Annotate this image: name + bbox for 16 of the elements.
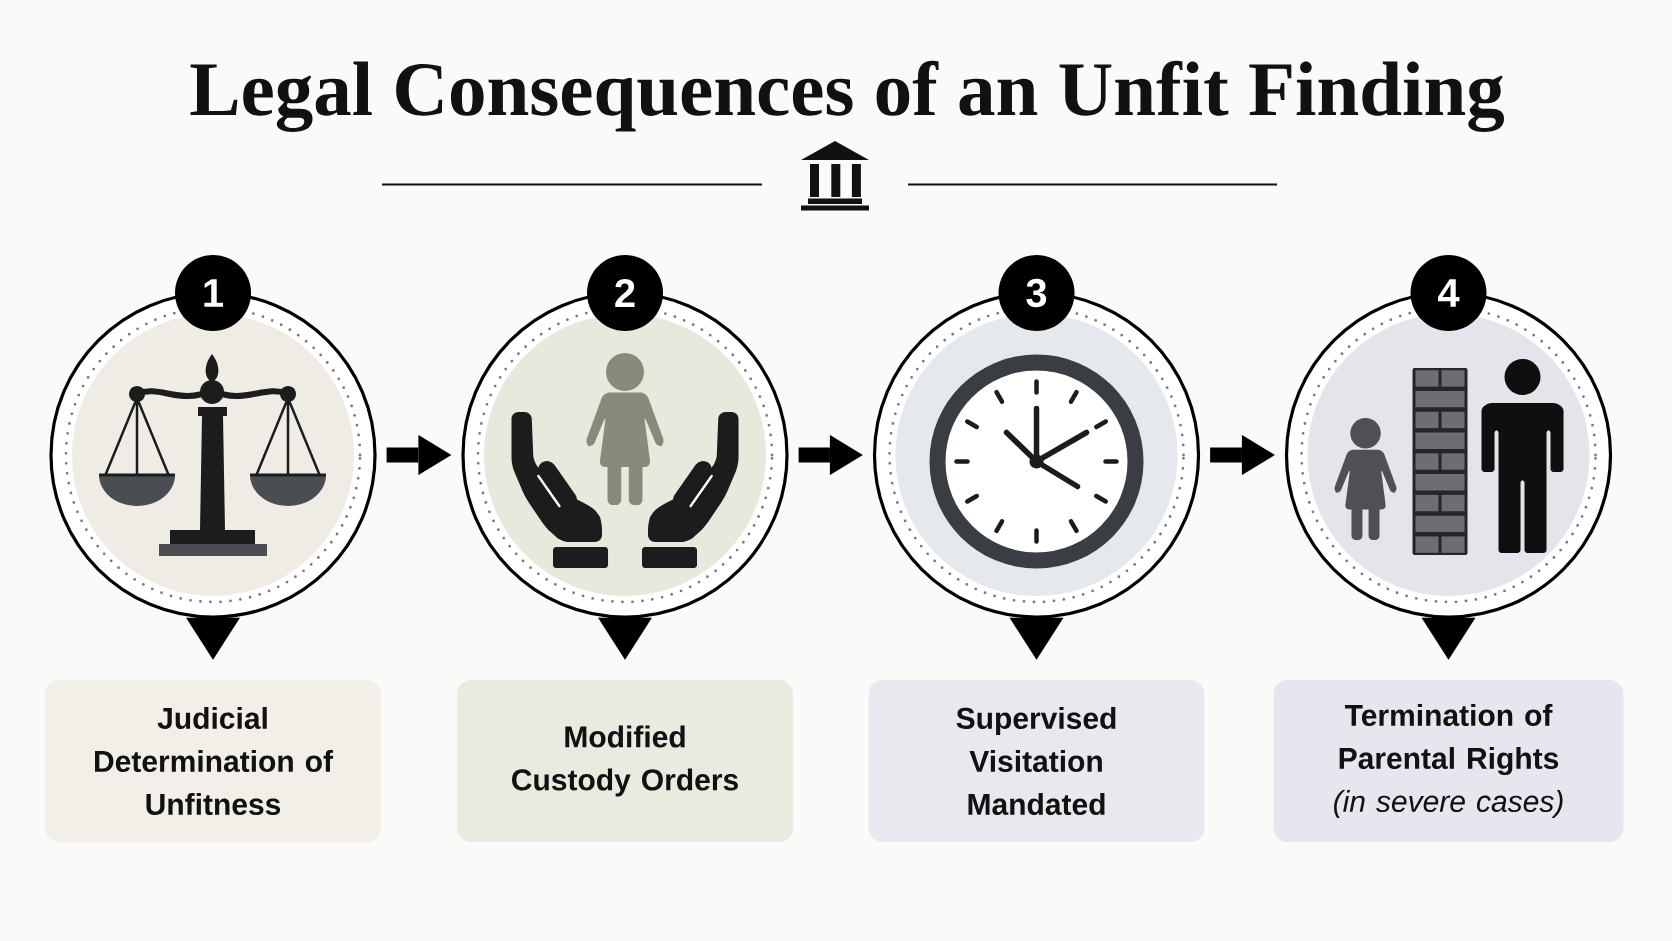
arrow: [1210, 435, 1275, 475]
label-box: Modified Custody Orders: [457, 680, 793, 842]
label-box: Termination of Parental Rights (in severe cases): [1273, 680, 1624, 842]
number-badge: 4: [1410, 255, 1487, 331]
number-badge: 2: [587, 255, 663, 331]
number-badge: 3: [998, 255, 1075, 331]
arrow: [798, 435, 863, 475]
label-box: Supervised Visitation Mandated: [868, 680, 1205, 842]
title: Legal Consequences of an Unfit Finding: [190, 60, 1504, 132]
pointer-triangle: [598, 617, 652, 660]
pointer-triangle: [1009, 617, 1064, 660]
number-badge: 1: [175, 255, 251, 331]
label-box: Judicial Determination of Unfitness: [45, 680, 381, 842]
pointer-triangle: [1421, 617, 1476, 660]
arrow: [386, 435, 452, 475]
pointer-triangle: [186, 617, 240, 660]
